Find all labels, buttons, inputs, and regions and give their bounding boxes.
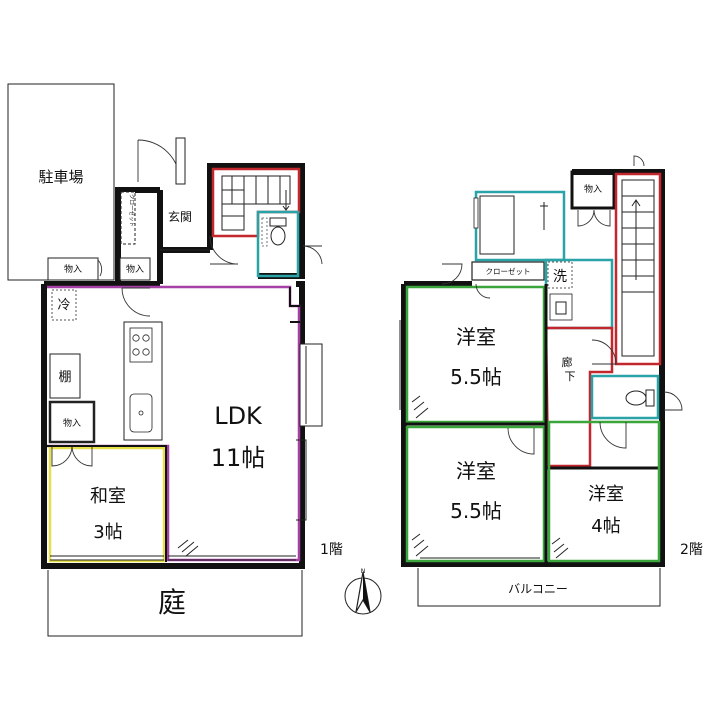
toilet-zone-floor1 [256, 210, 300, 278]
entry-door-arc [209, 235, 239, 265]
bath-window-top [473, 197, 479, 229]
balcony-area [417, 568, 661, 607]
toilet-zone-floor2 [590, 374, 660, 420]
closet-label: クローゼット [486, 266, 531, 276]
room3-size: 4帖 [591, 516, 620, 537]
bath-tub [479, 195, 515, 255]
room2-label: 洋室 [456, 459, 496, 483]
floor1-label: 1階 [320, 542, 343, 558]
room2-door [507, 427, 535, 455]
washitsu-zone [48, 446, 166, 563]
wash-label: 洗 [553, 269, 567, 285]
parking-area [7, 83, 115, 281]
room1-wall [404, 284, 548, 426]
hallway-label-1: 廊 [562, 355, 573, 369]
room1-door [441, 263, 463, 285]
ldk-size: 11帖 [211, 444, 266, 472]
toilet-door-floor2 [663, 391, 683, 411]
storage-top [570, 170, 616, 210]
toilet-door-floor1 [302, 245, 323, 265]
compass-arrow-half [363, 572, 370, 612]
stairs-floor1 [221, 175, 291, 231]
room1-label: 洋室 [456, 325, 496, 349]
storage-top-left-label: 物入 [64, 263, 82, 275]
wash-basin [549, 293, 573, 321]
ldk-door-top [121, 287, 151, 317]
shelf-label: 棚 [58, 370, 71, 385]
room1-size: 5.5帖 [450, 365, 502, 389]
shelf [49, 353, 81, 399]
room3-label: 洋室 [588, 484, 624, 505]
ldk-window-right [299, 343, 323, 427]
storage-top-left [47, 257, 99, 281]
washitsu-window [50, 555, 164, 561]
closet-strip [471, 261, 545, 281]
storage-left-label: 物入 [63, 417, 81, 429]
garden-label: 庭 [158, 586, 186, 619]
balcony-label: バルコニー [508, 582, 568, 596]
kitchen-counter [123, 321, 163, 441]
room2-zone [405, 425, 546, 563]
room1-corner-hatch [411, 395, 429, 419]
hallway-door-arc [591, 339, 617, 365]
room3-zone [547, 420, 661, 563]
room1-door2 [475, 283, 491, 299]
storage-top-left-door [97, 259, 103, 277]
ldk-right-notch [289, 287, 300, 323]
entry-closet [120, 191, 136, 245]
room1-zone [405, 285, 546, 424]
room3-wall [544, 424, 660, 564]
floor2-outer-wall [401, 169, 665, 567]
entrance-door-swing [137, 139, 181, 183]
storage-top-mid [119, 257, 151, 281]
room3-door [599, 421, 627, 449]
compass: N [344, 568, 382, 615]
parking-label: 駐車場 [38, 168, 83, 186]
fridge-space [51, 289, 77, 321]
ldk-window-right2 [296, 439, 307, 521]
toilet-floor2 [625, 389, 655, 407]
floor-1: 駐車場 クローゼット 玄関 物入 [7, 83, 343, 637]
stairs-floor2 [614, 172, 662, 366]
entry-closet-label: クローゼット [128, 194, 136, 227]
washroom-label-box [547, 261, 573, 289]
washitsu-label: 和室 [90, 486, 126, 507]
ldk-garden-window [168, 555, 296, 561]
stair-window-top [633, 155, 645, 167]
hallway-zone [544, 326, 614, 468]
storage-left [48, 400, 96, 444]
wash-basin-inner [555, 301, 567, 315]
floor-2: 物入 クローゼット 洗 廊 下 廊下 [399, 155, 703, 607]
toilet-floor1 [261, 217, 287, 247]
washitsu-size: 3帖 [93, 522, 122, 543]
bath-shower [540, 202, 548, 230]
room2-size: 5.5帖 [450, 499, 502, 523]
fridge-label: 冷 [57, 298, 70, 313]
ldk-corner-hatch [177, 539, 199, 557]
room2-corner-hatch [411, 533, 429, 557]
room3-corner-hatch [551, 537, 569, 559]
storage-left-doors [51, 445, 93, 467]
storage-top-label: 物入 [584, 183, 602, 195]
floor2-label: 2階 [680, 542, 703, 558]
storage-top-doors [577, 209, 611, 227]
entrance-label: 玄関 [168, 209, 192, 224]
garden-area [47, 570, 303, 637]
hallway-label-2: 下 [565, 370, 576, 383]
storage-top-mid-label: 物入 [126, 263, 144, 275]
washitsu-wall [47, 445, 167, 562]
entrance-door-frame [175, 137, 186, 185]
ldk-label: LDK [214, 402, 263, 430]
compass-north: N [361, 568, 366, 575]
